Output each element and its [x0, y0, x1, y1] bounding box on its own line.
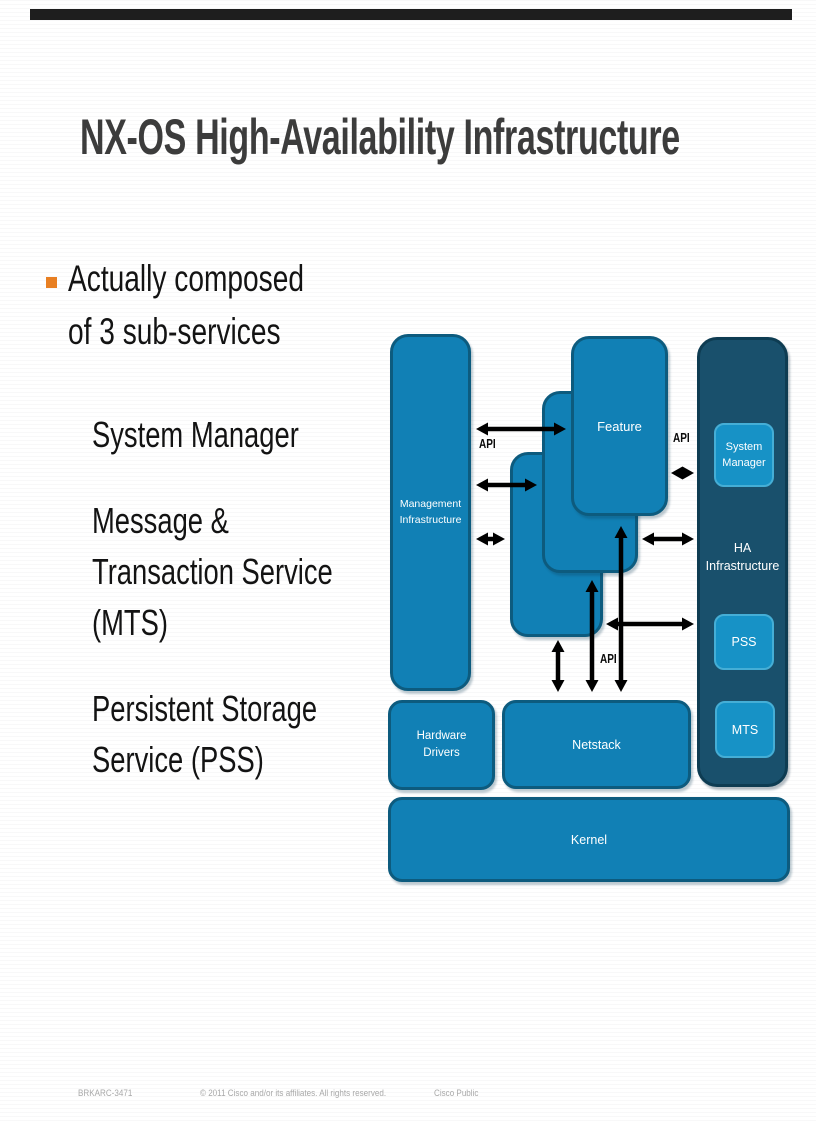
double-arrow	[671, 466, 694, 480]
box-system-manager: System Manager	[714, 423, 774, 487]
sub-bullet-pss: Persistent Storage Service (PSS)	[92, 688, 318, 780]
sub-bullet-system-manager: System Manager	[92, 414, 299, 455]
box-label-kernel: Kernel	[570, 832, 608, 847]
api-label-right: API	[673, 431, 690, 445]
main-bullet-text: Actually composed of 3 sub-services	[68, 258, 305, 352]
double-arrow	[551, 640, 565, 692]
sub-bullet-mts: Message & Transaction Service (MTS)	[92, 500, 333, 643]
api-label-bottom: API	[600, 652, 617, 666]
bullet-square-icon	[46, 277, 57, 288]
box-label-mts: MTS	[731, 722, 759, 737]
box-pss: PSS	[714, 614, 774, 670]
api-label-left: API	[479, 437, 496, 451]
box-hardware-drivers: Hardware Drivers	[388, 700, 495, 790]
footer-copyright: © 2011 Cisco and/or its affiliates. All …	[200, 1088, 387, 1099]
double-arrow	[606, 617, 694, 631]
double-arrow	[642, 532, 694, 546]
box-label-feature: Feature	[597, 418, 642, 434]
box-label-netstack: Netstack	[572, 737, 621, 752]
box-feature-front: Feature	[571, 336, 668, 516]
box-management-infrastructure: Management Infrastructure	[390, 334, 471, 691]
top-divider-bar	[30, 9, 792, 20]
box-kernel: Kernel	[388, 797, 790, 882]
box-label-hardware-drivers: Hardware Drivers	[416, 729, 467, 759]
box-label-pss: PSS	[731, 635, 757, 649]
box-ha-infrastructure: System Manager HA Infrastructure PSS MTS	[697, 337, 788, 787]
box-netstack: Netstack	[502, 700, 691, 789]
sub-bullet-list: System Manager Message & Transaction Ser…	[92, 409, 432, 820]
double-arrow	[476, 532, 505, 546]
footer-classification: Cisco Public	[434, 1088, 479, 1099]
box-label-management: Management Infrastructure	[399, 497, 462, 526]
box-mts: MTS	[715, 701, 775, 758]
box-label-system-manager: System Manager	[722, 440, 766, 470]
footer-session-id: BRKARC-3471	[78, 1088, 133, 1099]
slide-title: NX-OS High-Availability Infrastructure	[80, 109, 680, 165]
box-label-ha-infrastructure: HA Infrastructure	[705, 541, 780, 573]
